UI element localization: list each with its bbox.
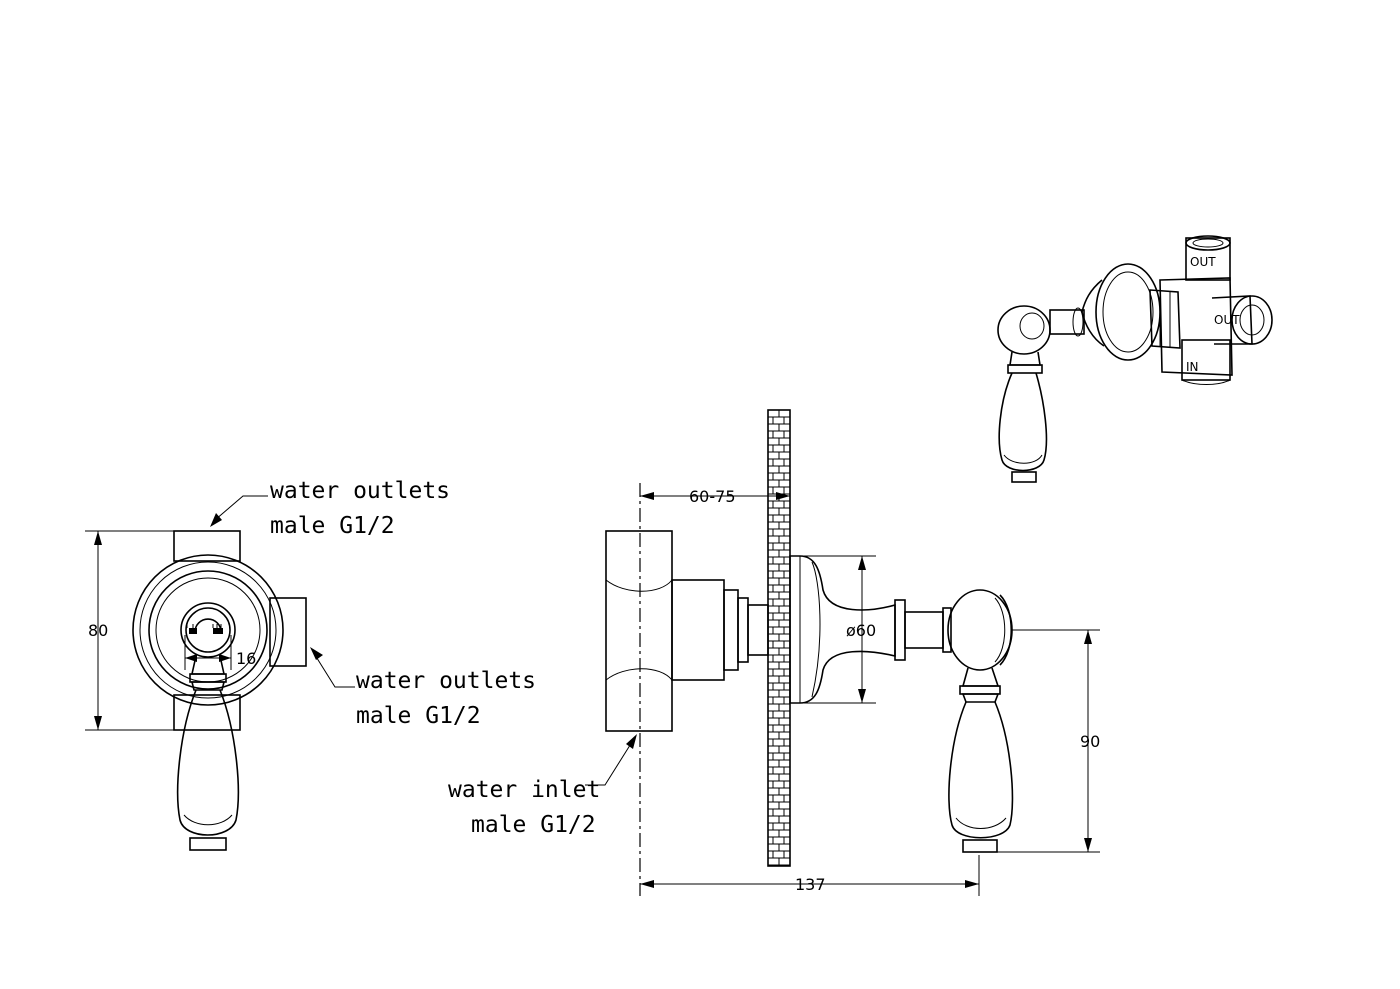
- label-outlets-top-line2: male G1/2: [270, 513, 395, 539]
- iso-port-top-label: OUT: [1190, 255, 1216, 269]
- dim-wall-depth-label: 60-75: [689, 487, 736, 506]
- label-inlet-line2: male G1/2: [471, 812, 596, 838]
- front-view: [85, 495, 355, 851]
- label-outlets-right-line1: water outlets: [356, 668, 536, 694]
- label-outlets-top-line1: water outlets: [270, 478, 450, 504]
- dim-length-label: 137: [795, 875, 826, 894]
- dim-handle-drop-label: 90: [1080, 732, 1100, 751]
- dim-diameter-label: ø60: [846, 621, 876, 640]
- iso-port-bottom-label: IN: [1186, 360, 1199, 374]
- dim-height-label: 80: [88, 621, 108, 640]
- label-inlet-line1: water inlet: [448, 777, 600, 803]
- dim-handle-label: 16: [236, 649, 256, 668]
- iso-view: [997, 235, 1273, 483]
- label-outlets-right-line2: male G1/2: [356, 703, 481, 729]
- side-view: [585, 409, 1100, 896]
- iso-port-side-label: OUT: [1214, 313, 1240, 327]
